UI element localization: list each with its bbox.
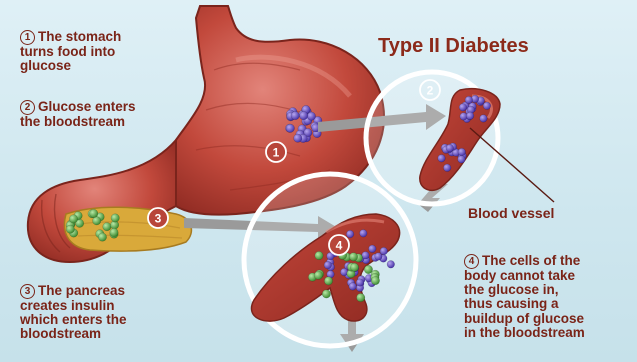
- step-1-number: 1: [20, 30, 35, 45]
- step-1-line-1: The stomach: [38, 29, 121, 44]
- step-1-line-2: turns food into: [20, 45, 121, 59]
- marker-3-label: 3: [155, 212, 162, 226]
- marker-4-label: 4: [336, 239, 343, 253]
- diagram-title: Type II Diabetes: [378, 36, 529, 57]
- marker-3: 3: [148, 208, 168, 228]
- marker-1-label: 1: [273, 146, 280, 160]
- step-3-line-1: The pancreas: [38, 283, 125, 298]
- step-2-number: 2: [20, 100, 35, 115]
- pancreas: [64, 207, 191, 251]
- step-4-number: 4: [464, 254, 479, 269]
- step-1-line-3: glucose: [20, 59, 121, 73]
- step-4-line-1: The cells of the: [482, 253, 580, 268]
- step-3-line-2: creates insulin: [20, 299, 127, 313]
- step-4-line-2: body cannot take: [464, 269, 585, 283]
- marker-4: 4: [329, 235, 349, 255]
- step-4-line-6: in the bloodstream: [464, 326, 585, 340]
- step-4-line-3: the glucose in,: [464, 283, 585, 297]
- step-4-line-5: buildup of glucose: [464, 312, 585, 326]
- step-3-line-3: which enters the: [20, 313, 127, 327]
- step-2-line-1: Glucose enters: [38, 99, 136, 114]
- marker-1: 1: [266, 142, 286, 162]
- blood-vessel-label: Blood vessel: [468, 206, 554, 221]
- step-3-line-4: bloodstream: [20, 327, 127, 341]
- step-2-line-2: the bloodstream: [20, 115, 136, 129]
- marker-2-label: 2: [427, 84, 434, 98]
- step-3-number: 3: [20, 284, 35, 299]
- step-4-line-4: thus causing a: [464, 297, 585, 311]
